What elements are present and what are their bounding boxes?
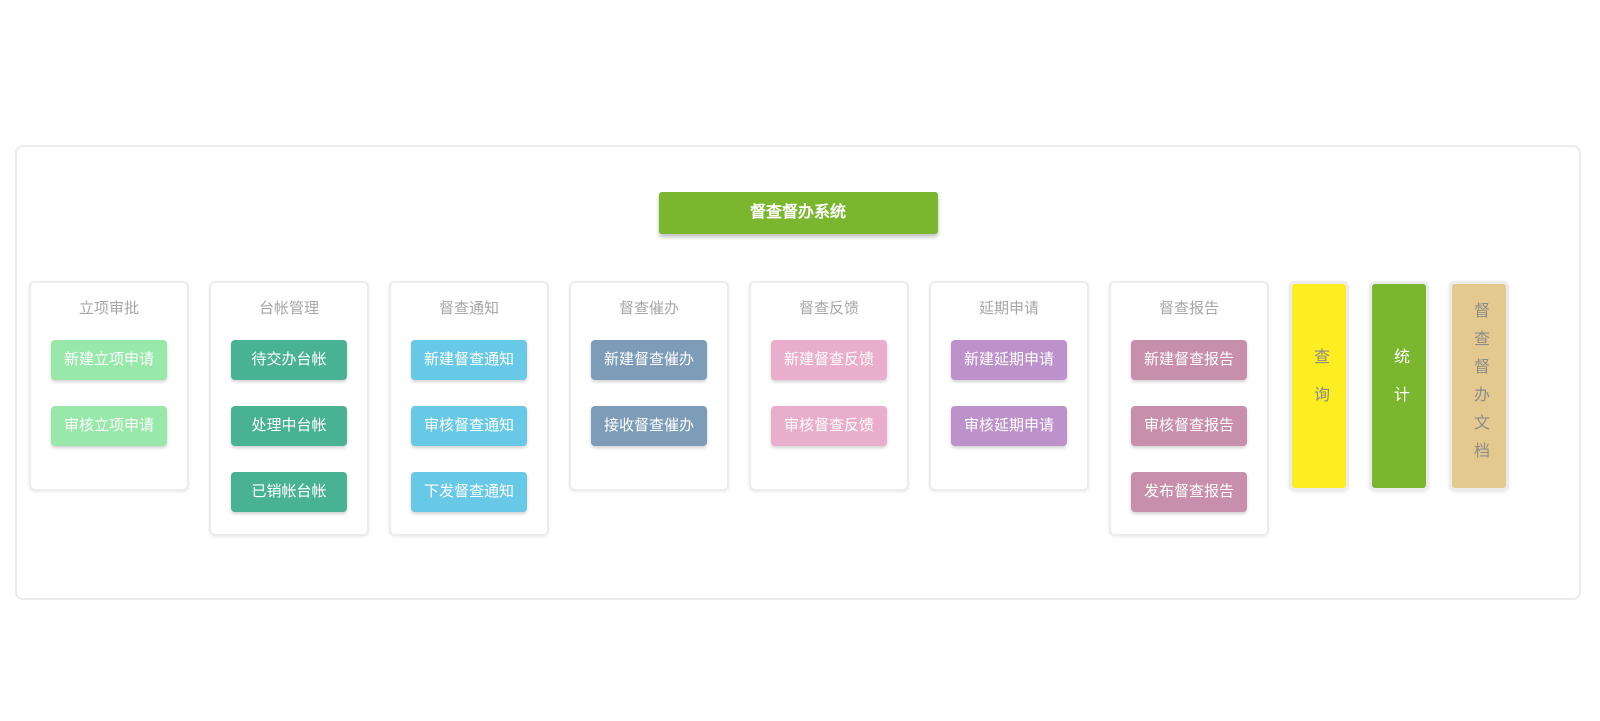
statistics-bar[interactable]: 统计 [1369,281,1429,491]
module-button[interactable]: 处理中台帐 [231,406,347,446]
docs-bar-label: 督查督办文档 [1471,302,1488,470]
system-title-banner: 督查督办系统 [658,192,938,234]
module-button[interactable]: 新建督查反馈 [771,340,887,380]
card-title: 台帐管理 [258,300,319,317]
main-panel: 督查督办系统 立项审批 新建立项申请 审核立项申请 台帐管理 待交办台帐 处理中… [15,145,1581,600]
card-inspection-urge: 督查催办 新建督查催办 接收督查催办 [569,281,729,491]
module-button[interactable]: 审核立项申请 [51,406,167,446]
module-button[interactable]: 新建延期申请 [951,340,1067,380]
statistics-bar-label: 统计 [1391,348,1408,424]
card-title: 督查反馈 [798,300,859,317]
card-title: 督查催办 [618,300,679,317]
docs-bar[interactable]: 督查督办文档 [1449,281,1509,491]
modules-row: 立项审批 新建立项申请 审核立项申请 台帐管理 待交办台帐 处理中台帐 已销帐台… [17,281,1579,536]
query-bar[interactable]: 查询 [1289,281,1349,491]
card-title: 督查通知 [438,300,499,317]
card-title: 督查报告 [1158,300,1219,317]
query-bar-label: 查询 [1311,348,1328,424]
card-inspection-report: 督查报告 新建督查报告 审核督查报告 发布督查报告 [1109,281,1269,536]
card-inspection-feedback: 督查反馈 新建督查反馈 审核督查反馈 [749,281,909,491]
card-ledger-management: 台帐管理 待交办台帐 处理中台帐 已销帐台帐 [209,281,369,536]
module-button[interactable]: 审核督查报告 [1131,406,1247,446]
module-button[interactable]: 发布督查报告 [1131,472,1247,512]
card-inspection-notice: 督查通知 新建督查通知 审核督查通知 下发督查通知 [389,281,549,536]
module-button[interactable]: 新建督查通知 [411,340,527,380]
card-title: 延期申请 [978,300,1039,317]
module-button[interactable]: 已销帐台帐 [231,472,347,512]
card-extension-request: 延期申请 新建延期申请 审核延期申请 [929,281,1089,491]
module-button[interactable]: 新建督查报告 [1131,340,1247,380]
module-button[interactable]: 新建立项申请 [51,340,167,380]
module-button[interactable]: 新建督查催办 [591,340,707,380]
card-title: 立项审批 [78,300,139,317]
module-button[interactable]: 审核督查反馈 [771,406,887,446]
module-button[interactable]: 待交办台帐 [231,340,347,380]
module-button[interactable]: 审核延期申请 [951,406,1067,446]
module-button[interactable]: 审核督查通知 [411,406,527,446]
card-project-approval: 立项审批 新建立项申请 审核立项申请 [29,281,189,491]
module-button[interactable]: 下发督查通知 [411,472,527,512]
module-button[interactable]: 接收督查催办 [591,406,707,446]
